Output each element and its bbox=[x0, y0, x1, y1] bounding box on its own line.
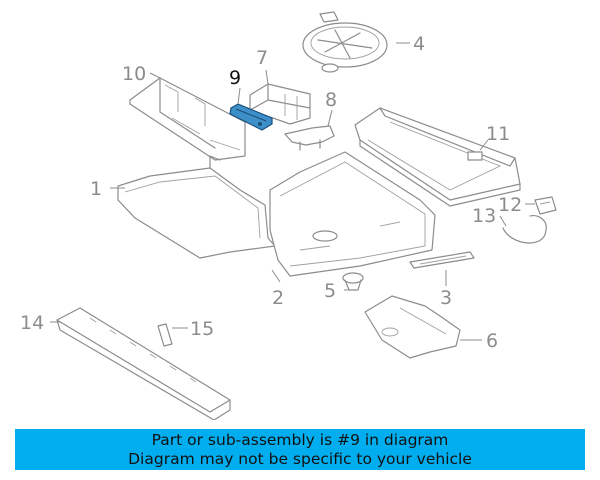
callout-8: 8 bbox=[325, 89, 337, 111]
part-13-strap bbox=[502, 215, 547, 244]
callout-1: 1 bbox=[90, 178, 102, 200]
callout-2: 2 bbox=[272, 287, 284, 309]
callout-3: 3 bbox=[440, 287, 452, 309]
part-11-load-floor bbox=[354, 107, 521, 207]
part-1-liner-left bbox=[117, 155, 276, 259]
part-6-plate bbox=[364, 295, 461, 359]
part-3-strip bbox=[409, 251, 475, 269]
callout-13: 13 bbox=[472, 205, 496, 227]
callout-9: 9 bbox=[229, 67, 241, 89]
part-14-sill-plate bbox=[56, 307, 231, 420]
callout-12: 12 bbox=[498, 194, 522, 216]
part-4-tool-kit bbox=[302, 11, 388, 73]
banner-line-2: Diagram may not be specific to your vehi… bbox=[128, 449, 472, 468]
info-banner: Part or sub-assembly is #9 in diagram Di… bbox=[15, 429, 585, 470]
leader-lines bbox=[50, 42, 535, 341]
callout-11: 11 bbox=[486, 123, 510, 145]
callouts: 1 2 3 4 5 6 7 8 9 10 11 12 13 14 15 bbox=[20, 33, 522, 352]
banner-line-1: Part or sub-assembly is #9 in diagram bbox=[151, 430, 449, 449]
parts-diagram: 1 2 3 4 5 6 7 8 9 10 11 12 13 14 15 bbox=[20, 11, 557, 420]
part-5-grommet bbox=[342, 272, 364, 291]
part-2-trunk-tub bbox=[269, 151, 436, 277]
callout-5: 5 bbox=[324, 280, 336, 302]
part-15-clip bbox=[157, 323, 173, 347]
part-8-clip bbox=[284, 125, 335, 151]
callout-10: 10 bbox=[122, 63, 146, 85]
callout-6: 6 bbox=[486, 330, 498, 352]
part-10-partition bbox=[129, 77, 246, 161]
callout-4: 4 bbox=[413, 33, 425, 55]
callout-15: 15 bbox=[190, 318, 214, 340]
callout-7: 7 bbox=[256, 47, 268, 69]
callout-14: 14 bbox=[20, 312, 44, 334]
part-12-latch bbox=[534, 196, 557, 215]
